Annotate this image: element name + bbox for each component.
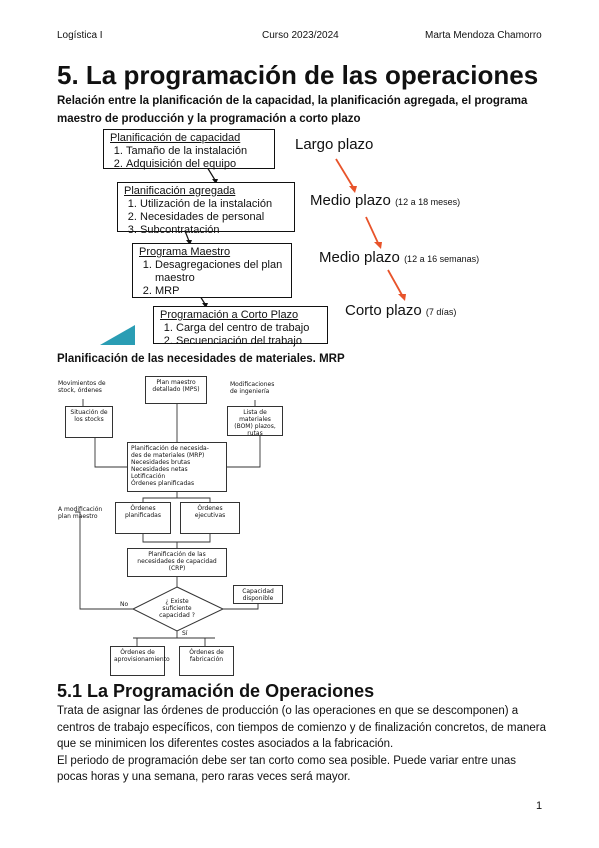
hierarchy-connectors	[100, 158, 406, 345]
capacity-planning-title: Planificación de capacidad	[110, 132, 241, 144]
horizon-label: Medio plazo	[310, 192, 391, 209]
paragraph: Trata de asignar las órdenes de producci…	[57, 705, 547, 750]
horizon-label: Largo plazo	[295, 136, 374, 153]
mrp-line: Órdenes planificadas	[131, 480, 195, 487]
horizon-short: Corto plazo (7 días)	[345, 302, 456, 319]
planning-hierarchy-figure: Planificación de capacidad Tamaño de la …	[95, 125, 525, 347]
short-term-item: Secuenciación del trabajo	[176, 335, 321, 348]
section-heading: 5.1 La Programación de Operaciones	[57, 681, 375, 701]
capacity-item: Adquisición del equipo	[126, 158, 268, 171]
page-title: 5. La programación de las operaciones	[57, 60, 539, 90]
decision-text: ¿ Existe suficiente capacidad ?	[159, 598, 195, 619]
aggregate-planning-title: Planificación agregada	[124, 185, 236, 197]
capacity-available-box: Capacidad disponible	[233, 585, 283, 604]
master-item: Desagregaciones del plan maestro	[155, 259, 285, 285]
mrp-line: Planificación de necesida-	[131, 445, 209, 452]
mrp-line: Necesidades brutas	[131, 459, 191, 466]
mrp-box: Planificación de necesida- des de materi…	[127, 442, 227, 492]
mrp-line: Necesidades netas	[131, 466, 188, 473]
engineering-mods-label: Modificaciones de ingeniería	[230, 381, 275, 395]
master-item: MRP	[155, 285, 285, 298]
capacity-planning-box: Planificación de capacidad Tamaño de la …	[103, 129, 275, 171]
horizon-label: Medio plazo	[319, 249, 400, 266]
mrp-flowchart: Movimientos de stock, órdenes Plan maest…	[55, 372, 285, 677]
decision-yes-label: Sí	[182, 630, 188, 637]
mrp-connectors	[75, 399, 261, 646]
executive-orders-box: Órdenes ejecutivas	[180, 502, 240, 534]
mrp-line: Lotificación	[131, 473, 166, 480]
supply-orders-box: Órdenes de aprovisionamiento	[110, 646, 170, 676]
bom-box: Lista de materiales (BOM) plazos, rutas	[227, 406, 283, 437]
master-schedule-title: Programa Maestro	[139, 246, 231, 258]
mps-box: Plan maestro detallado (MPS)	[145, 376, 207, 404]
short-term-title: Programación a Corto Plazo	[160, 309, 299, 321]
horizon-medium-months: Medio plazo (12 a 18 meses)	[310, 192, 460, 209]
section-body: Trata de asignar las órdenes de producci…	[57, 703, 547, 786]
horizon-note: (7 días)	[425, 307, 457, 317]
horizon-note: (12 a 16 semanas)	[404, 254, 480, 264]
short-term-item: Carga del centro de trabajo	[176, 322, 321, 335]
short-term-box: Programación a Corto Plazo Carga del cen…	[153, 306, 328, 347]
stock-moves-label: Movimientos de stock, órdenes	[58, 380, 106, 394]
horizon-long: Largo plazo	[295, 136, 373, 153]
planned-orders-box: Órdenes planificadas	[115, 502, 171, 534]
decision-no-label: No	[120, 601, 129, 608]
aggregate-item: Utilización de la instalación	[140, 198, 288, 211]
aggregate-item: Subcontratación	[140, 224, 288, 237]
aggregate-item: Necesidades de personal	[140, 211, 288, 224]
header-academic-year: Curso 2023/2024	[262, 30, 339, 41]
stock-status-box: Situación de los stocks	[65, 406, 113, 438]
figure-subtitle: Relación entre la planificación de la ca…	[57, 95, 528, 125]
paragraph: El periodo de programación debe ser tan …	[57, 754, 516, 784]
page-number: 1	[536, 800, 543, 812]
header-course-name: Logística I	[57, 30, 103, 41]
crp-box: Planificación de las necesidades de capa…	[127, 548, 227, 577]
horizon-medium-weeks: Medio plazo (12 a 16 semanas)	[319, 249, 479, 266]
capacity-item: Tamaño de la instalación	[126, 145, 268, 158]
mrp-line: des de materiales (MRP)	[131, 452, 205, 459]
aggregate-planning-box: Planificación agregada Utilización de la…	[117, 182, 295, 236]
modify-master-plan-label: A modificación plan maestro	[58, 506, 103, 520]
header-author: Marta Mendoza Chamorro	[425, 30, 542, 41]
horizon-label: Corto plazo	[345, 302, 422, 319]
mrp-caption: Planificación de las necesidades de mate…	[57, 353, 345, 365]
horizon-note: (12 a 18 meses)	[395, 197, 461, 207]
master-schedule-box: Programa Maestro Desagregaciones del pla…	[132, 243, 292, 298]
manufacturing-orders-box: Órdenes de fabricación	[179, 646, 234, 676]
